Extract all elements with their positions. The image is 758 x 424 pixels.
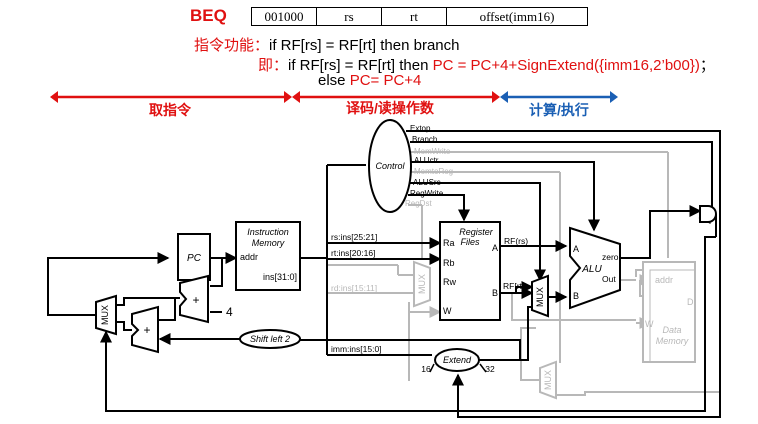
branch-and-gate [699,205,717,237]
rf-rw-label: Rw [443,277,456,287]
signal-memwrite: MemWrite [414,147,451,156]
memtoreg-mux: MUX [539,360,557,400]
rf-a-label: A [492,243,498,253]
else-line: else PC= PC+4 [318,72,421,89]
signal-extop: Extop [410,124,431,133]
dmem-title2: Memory [656,336,689,346]
regdst-mux: MUX [413,260,431,308]
alu: ALU A B zero Out [569,226,621,310]
instruction-name: BEQ [190,6,227,25]
regdst-mux-label: MUX [417,274,427,294]
data-memory: addr D W Data Memory [642,261,696,363]
function-line: 指令功能：if RF[rs] = RF[rt] then branch [194,34,460,55]
imem-title1: Instruction [247,227,289,237]
rf-b-label: B [492,288,498,298]
rf-rb-label: Rb [443,258,455,268]
else-expression: PC= PC+4 [349,72,422,89]
rf-rt-output-label: RF[rt] [503,281,524,291]
encoding-offset: offset(imm16) [446,7,588,26]
pc-register: PC [177,233,211,281]
signal-alusrc: ALUSrc [413,178,441,187]
stage-arrows: 取指令 译码/读操作数 计算/执行 [50,91,618,118]
alu-out-label: Out [602,274,616,284]
dmem-d-label: D [687,297,694,307]
pc-source-mux: MUX [95,294,117,336]
function-text: if RF[rs] = RF[rt] then branch [269,37,460,54]
signal-regwrite: RegWrite [410,189,444,198]
memtoreg-mux-label: MUX [543,370,553,390]
else-prefix: else [318,72,350,89]
pc-mux-label: MUX [100,305,110,325]
alu-a-label: A [573,244,579,254]
field-imm: imm:ins[15:0] [331,344,382,354]
field-rd: rd:ins[15:11] [331,283,377,293]
pc-adder-plus: + [192,293,199,307]
alu-label: ALU [581,264,602,275]
pc-label: PC [187,253,202,264]
implementation-semicolon: ； [699,57,715,74]
encoding-opcode: 001000 [251,7,317,26]
shift-left-2: Shift left 2 [239,329,301,349]
signal-branch: Branch [412,135,437,144]
branch-adder-plus: + [143,323,150,337]
dmem-addr-label: addr [655,275,673,285]
extend-in-bits: 16 [421,364,431,374]
alusrc-mux: MUX [531,274,549,318]
pc-adder: + [179,274,209,324]
imem-out-label: ins[31:0] [263,272,297,282]
constant-four: 4 [226,305,233,319]
sign-extend: Extend 16 32 [421,348,495,374]
instruction-encoding-table: 001000 rs rt offset(imm16) [251,7,588,26]
rf-ra-label: Ra [443,238,455,248]
instruction-memory: Instruction Memory addr ins[31:0] [235,221,301,291]
stage-decode-label: 译码/读操作数 [346,100,435,116]
rf-rs-output-label: RF(rs) [504,236,528,246]
alu-zero-label: zero [602,252,619,262]
shift-label: Shift left 2 [250,334,290,344]
dmem-w-label: W [645,319,654,329]
register-file: Register Files Ra Rb Rw W A B [439,221,501,321]
field-labels: rs:ins[25:21] rt:ins[20:16] rd:ins[15:11… [331,232,382,354]
alu-b-label: B [573,291,579,301]
stage-execute-label: 计算/执行 [529,102,589,118]
rf-w-label: W [443,306,452,316]
function-label: 指令功能： [194,37,270,54]
alusrc-mux-label: MUX [535,287,545,307]
implementation-prefix: if RF[rs] = RF[rt] then [288,57,433,74]
extend-out-bits: 32 [485,364,495,374]
extend-label: Extend [443,355,472,365]
dmem-title1: Data [662,325,681,335]
implementation-then: PC = PC+4+SignExtend({imm16,2’b00}) [432,57,700,74]
branch-adder: + [131,305,159,354]
signal-regdst: RegDst [405,199,432,208]
field-rt: rt:ins[20:16] [331,248,375,258]
imem-addr-label: addr [240,252,258,262]
rf-title2: Files [460,237,480,247]
rf-title1: Register [459,227,494,237]
stage-fetch-label: 取指令 [149,102,192,118]
implementation-line: 即：if RF[rs] = RF[rt] then PC = PC+4+Sign… [258,54,715,75]
control-signal-labels: Extop Branch MemWrite ALUctr MemtoReg AL… [405,124,453,208]
control-unit: Control [368,119,412,213]
control-label: Control [375,161,405,171]
imem-title2: Memory [252,238,285,248]
field-rs: rs:ins[25:21] [331,232,377,242]
signal-memtoreg: MemtoReg [414,167,453,176]
signal-aluctr: ALUctr [414,156,439,165]
implementation-label: 即： [258,57,289,74]
